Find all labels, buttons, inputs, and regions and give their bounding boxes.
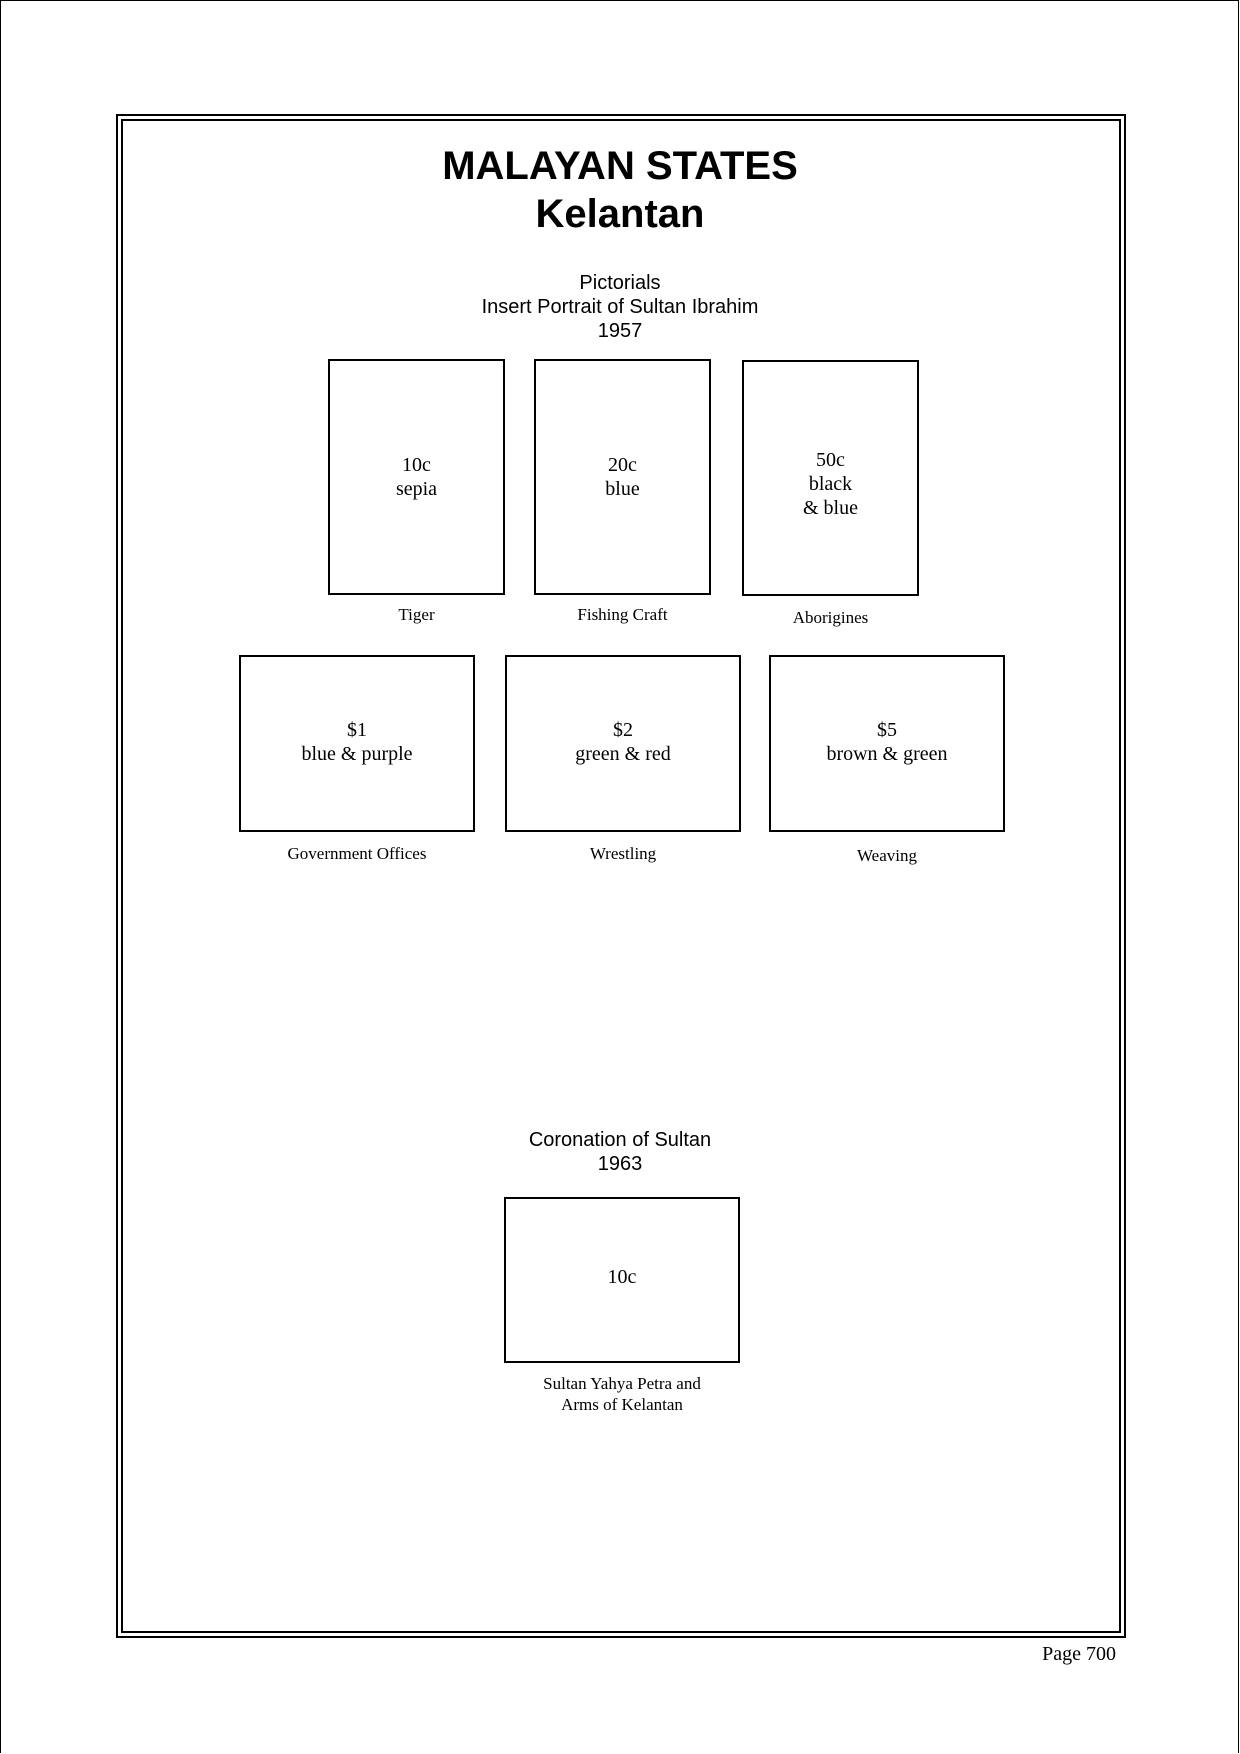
stamp-value: $5	[877, 719, 897, 741]
section-heading-line: 1963	[597, 1153, 643, 1175]
section-heading-line: Coronation of Sultan	[528, 1129, 712, 1151]
stamp-box-50c-black-blue: 50c black & blue	[742, 360, 919, 596]
stamp-color: & blue	[803, 497, 858, 519]
stamp-caption-weaving: Weaving	[767, 845, 1007, 866]
stamp-box-2-dollar: $2 green & red	[505, 655, 741, 832]
stamp-value: 10c	[607, 1266, 637, 1288]
stamp-value: 20c	[608, 454, 637, 476]
caption-line: Fishing Craft	[577, 605, 668, 624]
stamp-color: blue	[605, 478, 640, 500]
stamp-value: $1	[347, 719, 367, 741]
section-heading-line: 1957	[597, 320, 643, 342]
page-title: MALAYAN STATES	[442, 144, 798, 188]
album-frame-inner	[121, 119, 1121, 1633]
stamp-box-10c-sepia: 10c sepia	[328, 359, 505, 595]
stamp-color: brown & green	[826, 743, 948, 765]
stamp-caption-wrestling: Wrestling	[503, 843, 743, 864]
stamp-value: 50c	[816, 449, 845, 471]
page-number: Page 700	[1042, 1643, 1116, 1665]
section-heading-pictorials: Pictorials Insert Portrait of Sultan Ibr…	[0, 271, 1240, 343]
stamp-color: sepia	[395, 478, 438, 500]
stamp-box-10c-coronation: 10c	[504, 1197, 740, 1363]
stamp-caption-aborigines: Aborigines	[730, 607, 931, 628]
caption-line: Tiger	[398, 605, 435, 624]
caption-line: Weaving	[857, 846, 917, 865]
stamp-value: 10c	[402, 454, 431, 476]
stamp-color: green & red	[575, 743, 671, 765]
stamp-caption-government-offices: Government Offices	[237, 843, 477, 864]
stamp-color: blue & purple	[301, 743, 413, 765]
stamp-caption-tiger: Tiger	[318, 604, 515, 625]
caption-line: Sultan Yahya Petra and	[543, 1374, 701, 1393]
section-heading-coronation: Coronation of Sultan 1963	[0, 1128, 1240, 1176]
stamp-box-20c-blue: 20c blue	[534, 359, 711, 595]
stamp-box-1-dollar: $1 blue & purple	[239, 655, 475, 832]
section-heading-line: Pictorials	[579, 272, 661, 294]
stamp-caption-sultan-yahya-petra: Sultan Yahya Petra and Arms of Kelantan	[472, 1373, 772, 1415]
stamp-value: $2	[613, 719, 633, 741]
album-frame-outer	[116, 114, 1126, 1638]
stamp-caption-fishing-craft: Fishing Craft	[522, 604, 723, 625]
stamp-color: black	[808, 473, 853, 495]
section-heading-line: Insert Portrait of Sultan Ibrahim	[481, 296, 759, 318]
caption-line: Arms of Kelantan	[561, 1395, 683, 1414]
page-subtitle: Kelantan	[535, 192, 705, 236]
caption-line: Government Offices	[287, 844, 427, 863]
caption-line: Wrestling	[589, 844, 657, 863]
stamp-box-5-dollar: $5 brown & green	[769, 655, 1005, 832]
caption-line: Aborigines	[792, 608, 869, 627]
